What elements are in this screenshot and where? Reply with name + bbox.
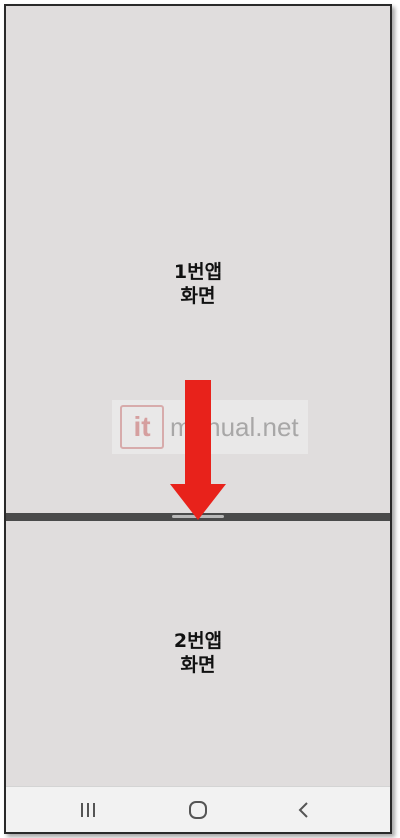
recent-apps-icon	[81, 803, 95, 817]
app-1-label: 1번앱 화면	[174, 260, 222, 308]
app-2-label-line1: 2번앱	[173, 630, 223, 652]
app-1-label-line1: 1번앱	[173, 261, 223, 283]
back-icon	[298, 802, 308, 818]
watermark-logo: it	[120, 405, 164, 449]
app-2-pane[interactable]: 2번앱 화면	[6, 522, 390, 786]
back-button[interactable]	[284, 795, 324, 825]
arrow-down-icon	[170, 380, 226, 520]
recent-apps-button[interactable]	[68, 795, 108, 825]
phone-screen: 1번앱 화면 it manual.net 2번앱 화면	[4, 4, 392, 834]
app-2-label: 2번앱 화면	[174, 629, 222, 677]
app-1-pane[interactable]: 1번앱 화면	[6, 6, 390, 514]
app-1-label-line2: 화면	[180, 285, 216, 307]
home-icon	[189, 801, 207, 819]
navigation-bar	[6, 786, 390, 832]
app-2-label-line2: 화면	[180, 654, 216, 676]
home-button[interactable]	[178, 795, 218, 825]
